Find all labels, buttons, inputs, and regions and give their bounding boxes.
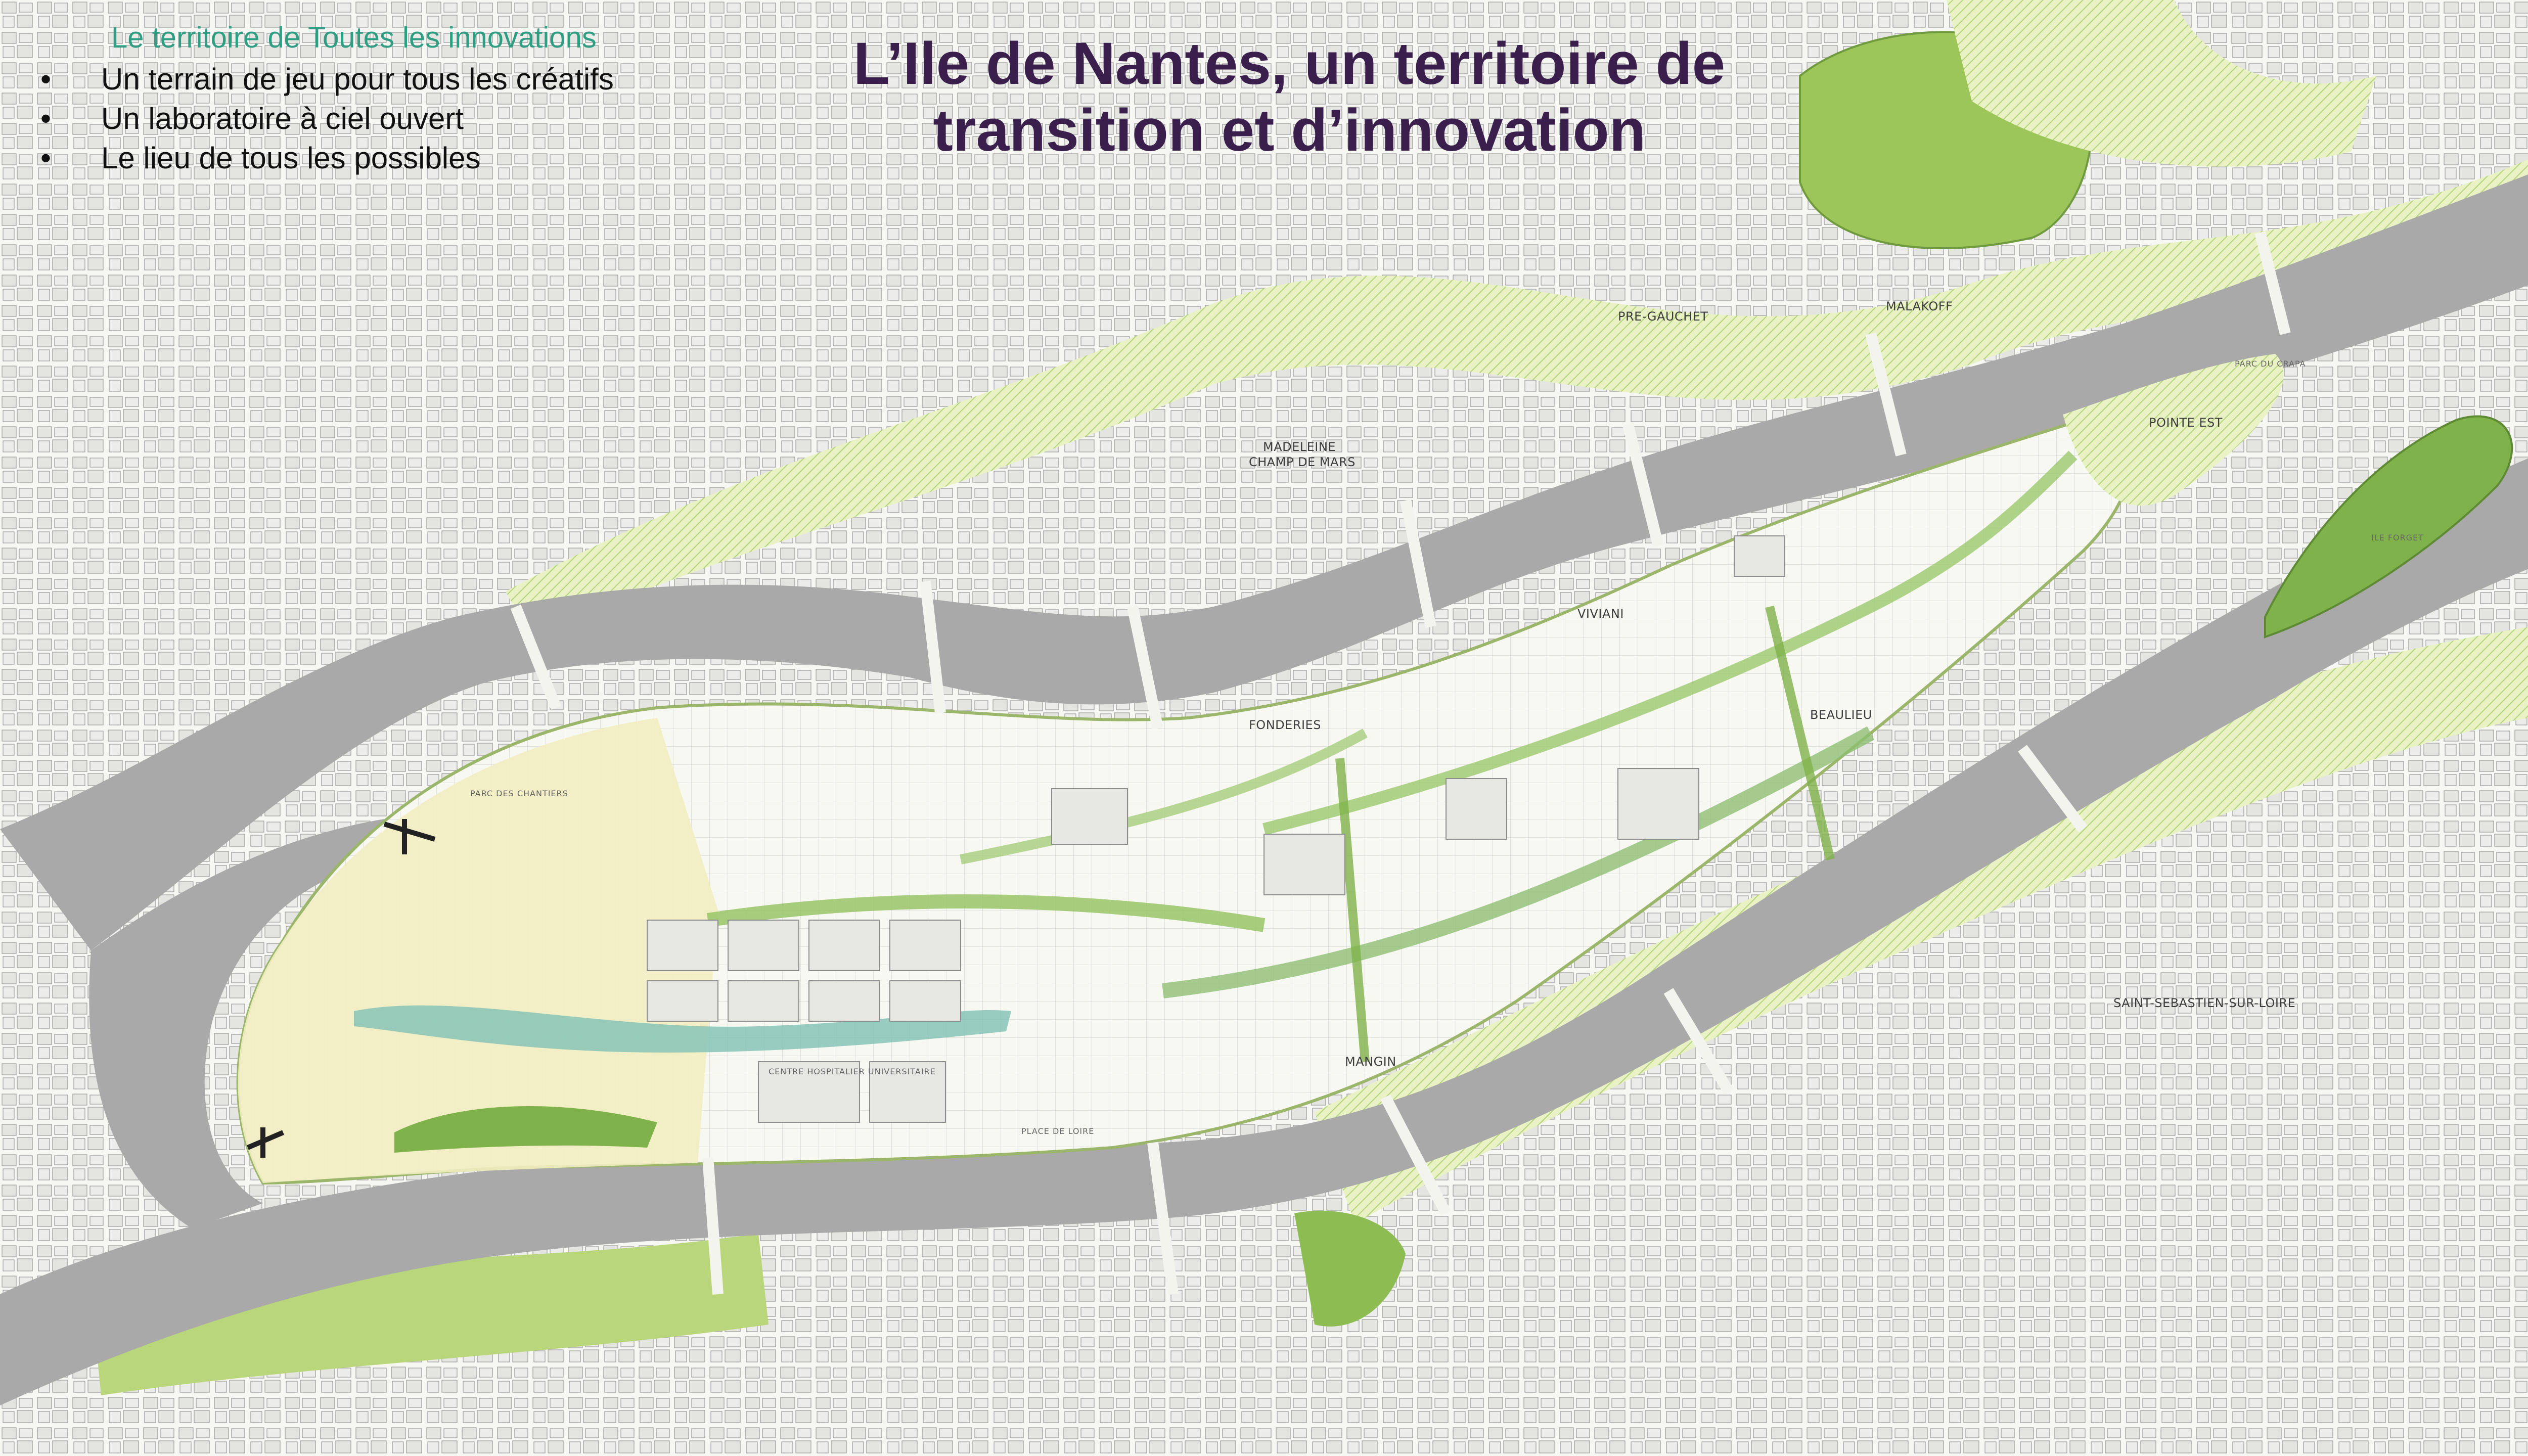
lagoon-strip xyxy=(354,1005,1011,1053)
intro-list: •Un terrain de jeu pour tous les créatif… xyxy=(30,60,738,178)
green-corridor-4 xyxy=(960,729,1368,864)
label-malakoff: MALAKOFF xyxy=(1886,299,1953,313)
pointe-est xyxy=(2063,354,2284,506)
west-sand-zone xyxy=(238,718,718,1183)
intro-block: Le territoire de Toutes les innovations … xyxy=(30,20,738,178)
label-madeleine: MADELEINE xyxy=(1263,440,1336,454)
label-parc-des-chantiers: PARC DES CHANTIERS xyxy=(470,789,568,798)
title-line-1: L’Ile de Nantes, un territoire de xyxy=(853,30,1726,97)
title-line-2: transition et d’innovation xyxy=(933,97,1646,164)
south-west-park xyxy=(394,1106,657,1153)
green-corridor-2 xyxy=(1162,726,1875,998)
intro-item: •Un terrain de jeu pour tous les créatif… xyxy=(30,60,738,99)
top-right-green-band xyxy=(1947,0,2376,167)
loire-south-branch xyxy=(0,458,2528,1405)
ile-forget xyxy=(2264,415,2513,639)
label-pointe-est: POINTE EST xyxy=(2149,416,2223,430)
label-mangin: MANGIN xyxy=(1345,1055,1396,1069)
label-beaulieu: BEAULIEU xyxy=(1810,708,1872,722)
intro-heading: Le territoire de Toutes les innovations xyxy=(111,21,597,54)
south-central-park xyxy=(1294,1210,1406,1327)
page-title: L’Ile de Nantes, un territoire de transi… xyxy=(804,30,1775,164)
label-ile-forget: ILE FORGET xyxy=(2371,533,2424,542)
label-saint-sebastien: SAINT-SEBASTIEN-SUR-LOIRE xyxy=(2113,996,2296,1010)
label-place-de-loire: PLACE DE LOIRE xyxy=(1021,1126,1095,1136)
label-centre-hospitalier: CENTRE HOSPITALIER UNIVERSITAIRE xyxy=(769,1067,936,1076)
label-viviani: VIVIANI xyxy=(1577,607,1624,621)
label-fonderies: FONDERIES xyxy=(1249,718,1321,732)
green-corridor-1 xyxy=(706,894,1266,932)
loire-west-loop xyxy=(89,819,385,1228)
bullet-icon: • xyxy=(40,141,52,175)
bridges xyxy=(510,231,2291,1295)
intro-item: •Le lieu de tous les possibles xyxy=(30,139,738,178)
green-corridor-6 xyxy=(1765,605,1835,861)
label-parc-du-crapa: PARC DU CRAPA xyxy=(2235,359,2306,369)
cranes xyxy=(247,819,436,1158)
label-pre-gauchet: PRE-GAUCHET xyxy=(1618,309,1708,324)
north-riverbank-green xyxy=(506,159,2528,637)
label-champ-de-mars: CHAMP DE MARS xyxy=(1249,455,1356,469)
island-blocks xyxy=(647,535,1785,1123)
green-corridor-5 xyxy=(1335,758,1370,1062)
intro-item: •Un laboratoire à ciel ouvert xyxy=(30,99,738,139)
bullet-icon: • xyxy=(40,62,52,96)
bullet-icon: • xyxy=(40,102,52,135)
